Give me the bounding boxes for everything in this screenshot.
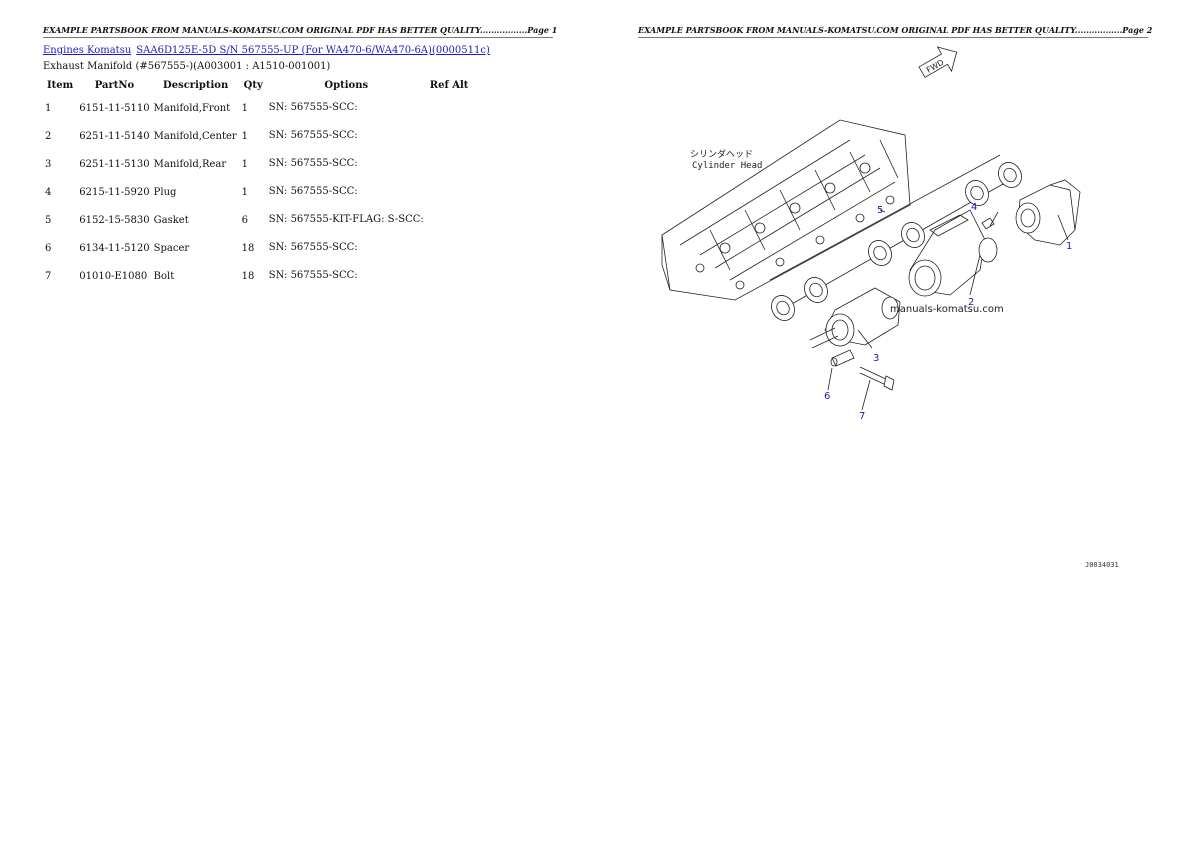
column-header-qty: Qty <box>243 80 263 91</box>
callout-4: 4 <box>971 202 977 213</box>
manifold-rear-drawing <box>809 287 901 349</box>
cell-partno: 01010-E1080 <box>79 270 148 282</box>
cell-partno: 6251-11-5140 <box>79 130 150 142</box>
cell-options: SN: 567555-SCC: <box>268 270 358 281</box>
cell-item: 3 <box>45 158 52 170</box>
callout-6: 6 <box>824 391 830 402</box>
column-header-description: Description <box>163 80 229 91</box>
column-header-item: Item <box>47 80 74 91</box>
table-row: 2 6251-11-5140 Manifold,Center 1 SN: 567… <box>43 122 472 150</box>
cell-description: Manifold,Center <box>153 130 237 142</box>
gasket-parts <box>771 162 1022 321</box>
table-row: 1 6151-11-5110 Manifold,Front 1 SN: 5675… <box>43 94 472 122</box>
cell-qty: 1 <box>241 130 249 142</box>
cell-partno: 6152-15-5830 <box>79 214 150 226</box>
callout-1: 1 <box>1066 241 1072 252</box>
manifold-front-drawing <box>1015 179 1081 246</box>
callout-7: 7 <box>859 411 865 422</box>
breadcrumb-link-model[interactable]: SAA6D125E-5D S/N 567555-UP (For WA470-6/… <box>136 45 490 56</box>
cell-qty: 6 <box>241 214 249 226</box>
cell-description: Manifold,Front <box>153 102 231 114</box>
cell-options: SN: 567555-SCC: <box>268 242 358 253</box>
exploded-parts-diagram: FWD シリンダヘッド Cylinder Head <box>640 40 1150 580</box>
column-header-partno: PartNo <box>94 80 135 91</box>
watermark-text: manuals-komatsu.com <box>890 304 1004 315</box>
table-row: 3 6251-11-5130 Manifold,Rear 1 SN: 56755… <box>43 150 472 178</box>
table-header-row: Item PartNo Description Qty Options Ref … <box>43 77 472 94</box>
cell-item: 6 <box>45 242 52 254</box>
cell-description: Plug <box>153 186 177 198</box>
page-2-header: EXAMPLE PARTSBOOK FROM MANUALS-KOMATSU.C… <box>638 25 1152 38</box>
table-row: 7 01010-E1080 Bolt 18 SN: 567555-SCC: <box>43 262 472 290</box>
drawing-code: J0034031 <box>1085 561 1119 569</box>
breadcrumb: Engines Komatsu SAA6D125E-5D S/N 567555-U… <box>43 45 490 56</box>
cell-ref-alt <box>426 234 473 262</box>
cell-options: SN: 567555-SCC: <box>268 130 358 141</box>
plug-drawing <box>981 217 995 230</box>
bolt-drawing <box>859 366 895 391</box>
cell-partno: 6215-11-5920 <box>79 186 150 198</box>
cell-qty: 1 <box>241 158 249 170</box>
cell-options: SN: 567555-SCC: <box>268 102 358 113</box>
cell-partno: 6134-11-5120 <box>79 242 150 254</box>
cell-ref-alt <box>426 178 473 206</box>
cell-options: SN: 567555-KIT-FLAG: S-SCC: <box>268 214 424 225</box>
cell-partno: 6251-11-5130 <box>79 158 150 170</box>
table-row: 4 6215-11-5920 Plug 1 SN: 567555-SCC: <box>43 178 472 206</box>
cylinder-head-label-jp: シリンダヘッド <box>690 148 753 160</box>
spacer-drawing <box>830 349 855 367</box>
manifold-center-drawing <box>908 209 998 297</box>
cell-options: SN: 567555-SCC: <box>268 158 358 169</box>
fwd-label: FWD <box>925 58 946 75</box>
page-1-header: EXAMPLE PARTSBOOK FROM MANUALS-KOMATSU.C… <box>43 25 557 38</box>
cell-qty: 18 <box>241 270 255 282</box>
column-header-ref-alt: Ref Alt <box>429 80 469 91</box>
cell-description: Spacer <box>153 242 190 254</box>
diagram-svg: FWD シリンダヘッド Cylinder Head <box>661 46 1119 569</box>
cell-description: Gasket <box>153 214 189 226</box>
breadcrumb-link-engines[interactable]: Engines Komatsu <box>43 45 132 56</box>
cell-ref-alt <box>426 122 473 150</box>
cell-qty: 1 <box>241 102 249 114</box>
column-header-options: Options <box>324 80 369 91</box>
cell-qty: 18 <box>241 242 255 254</box>
table-row: 6 6134-11-5120 Spacer 18 SN: 567555-SCC: <box>43 234 472 262</box>
fwd-arrow-icon: FWD <box>918 46 958 78</box>
page-subtitle: Exhaust Manifold (#567555-)(A003001 : A1… <box>43 61 331 72</box>
cell-item: 7 <box>45 270 52 282</box>
cylinder-head-label-en: Cylinder Head <box>692 161 762 171</box>
cell-item: 1 <box>45 102 52 114</box>
cell-partno: 6151-11-5110 <box>79 102 150 114</box>
cell-qty: 1 <box>241 186 249 198</box>
table-row: 5 6152-15-5830 Gasket 6 SN: 567555-KIT-F… <box>43 206 472 234</box>
cell-ref-alt <box>426 150 473 178</box>
callout-5: 5 <box>877 205 883 216</box>
callout-3: 3 <box>873 353 879 364</box>
cell-ref-alt <box>426 206 473 234</box>
parts-table: Item PartNo Description Qty Options Ref … <box>43 77 472 290</box>
cell-ref-alt <box>426 94 473 122</box>
cell-description: Bolt <box>153 270 175 282</box>
cell-item: 2 <box>45 130 52 142</box>
callout-2: 2 <box>968 297 974 308</box>
cell-ref-alt <box>426 262 473 290</box>
cell-description: Manifold,Rear <box>153 158 227 170</box>
cell-item: 5 <box>45 214 52 226</box>
cylinder-head-drawing <box>661 119 911 301</box>
cell-item: 4 <box>45 186 52 198</box>
cell-options: SN: 567555-SCC: <box>268 186 358 197</box>
